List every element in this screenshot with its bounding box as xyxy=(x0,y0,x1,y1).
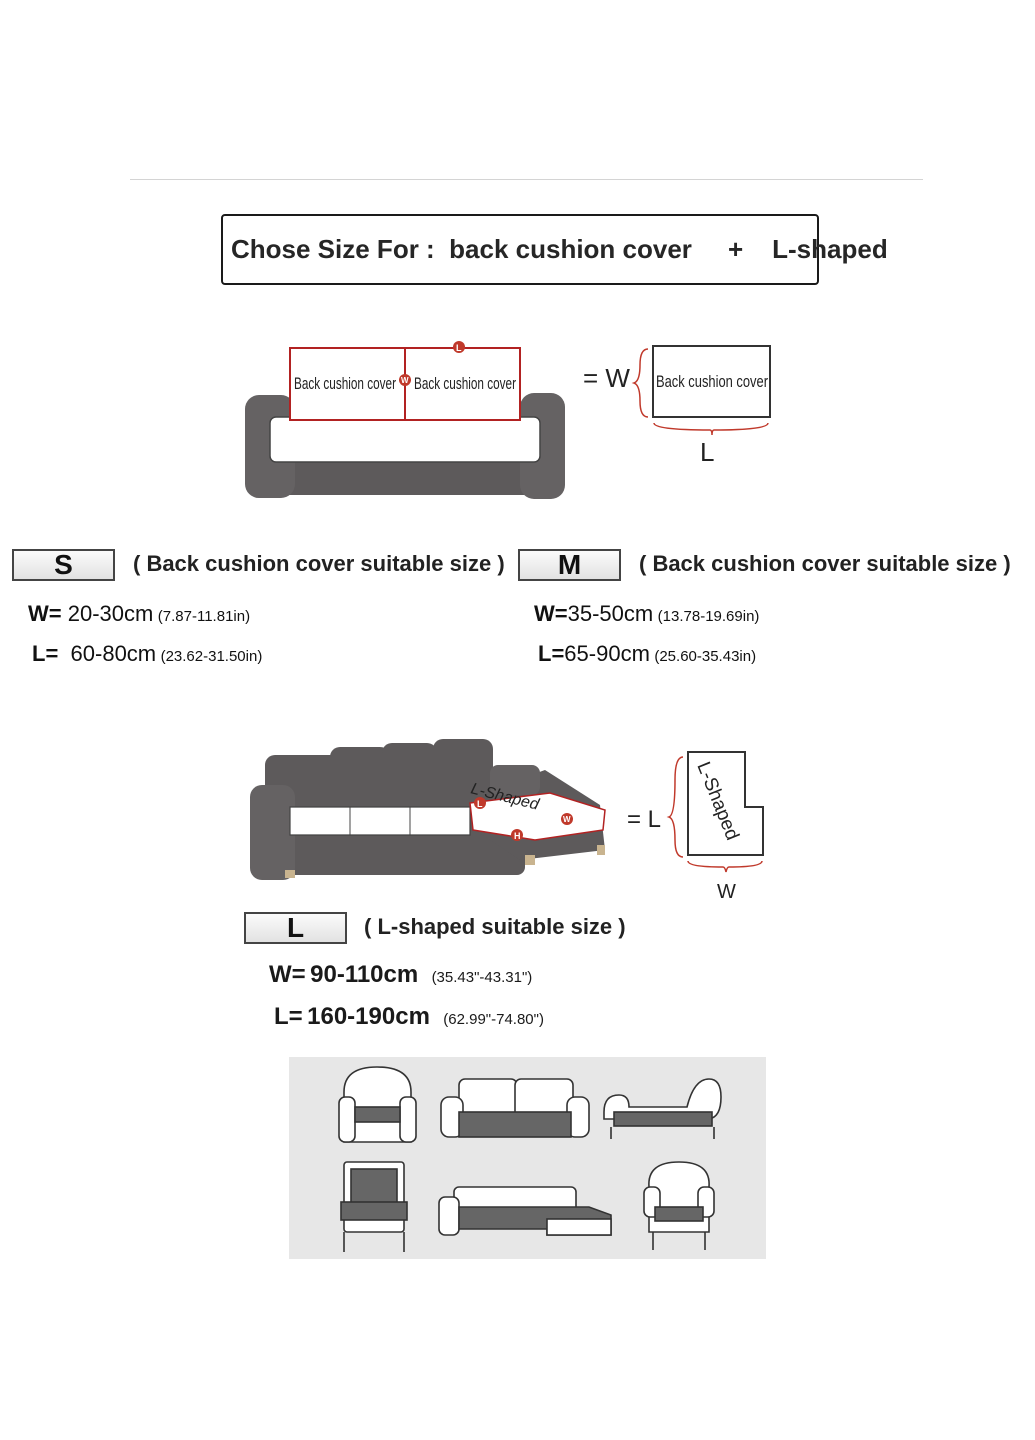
l-brace xyxy=(653,422,769,436)
size-s-l-in: (23.62-31.50in) xyxy=(160,648,263,665)
size-badge-m: M xyxy=(518,549,621,581)
sofa-seat-cushion xyxy=(269,416,541,463)
size-l-w-in: (35.43"-43.31") xyxy=(431,969,533,986)
size-l-w-label: W= xyxy=(269,961,306,988)
sofa-icon xyxy=(440,1078,590,1138)
size-m-caption: ( Back cushion cover suitable size ) xyxy=(639,551,1011,576)
marker-l2-dot xyxy=(474,797,486,809)
marker-w-dot xyxy=(399,374,411,386)
l2-brace xyxy=(666,756,684,858)
wingback-chair-icon xyxy=(643,1161,715,1250)
sofa-leg-1 xyxy=(285,870,295,878)
size-m-w-cm: 35-50cm xyxy=(567,601,654,626)
cushion-legend-label: Back cushion cover xyxy=(656,372,768,391)
furniture-gallery-svg xyxy=(338,1066,722,1252)
size-s-w-label: W= xyxy=(28,601,62,626)
size-badge-l: L xyxy=(244,912,347,944)
w-legend-label: W xyxy=(717,881,736,903)
l-sofa-seat-cushions xyxy=(289,806,471,836)
l-sofa-chaise-arm xyxy=(490,765,540,795)
header-prefix: Chose Size For : xyxy=(231,234,435,264)
furniture-gallery xyxy=(289,1057,766,1259)
marker-l2: L xyxy=(477,799,483,809)
header-item-back-cushion: back cushion cover xyxy=(449,234,692,264)
w2-brace xyxy=(687,860,763,873)
size-m-length: L=65-90cm (25.60-35.43in) xyxy=(538,641,756,667)
size-s-l-cm: 60-80cm xyxy=(70,641,157,666)
size-l-l-label: L= xyxy=(274,1003,303,1030)
size-l-w-cm: 90-110cm xyxy=(310,961,419,988)
marker-l-dot xyxy=(453,341,465,353)
size-s-caption: ( Back cushion cover suitable size ) xyxy=(133,551,505,576)
cushion-legend-box xyxy=(652,345,771,418)
size-m-w-in: (13.78-19.69in) xyxy=(657,608,760,625)
size-l-caption: ( L-shaped suitable size ) xyxy=(364,914,626,939)
size-m-l-cm: 65-90cm xyxy=(564,641,650,666)
w-brace xyxy=(631,348,649,418)
size-l-length: L= 160-190cm (62.99"-74.80") xyxy=(274,1003,544,1031)
l-shaped-diagram: L-Shaped L W H = L L-Shaped W xyxy=(250,739,764,903)
size-l-width: W= 90-110cm (35.43"-43.31") xyxy=(269,961,532,989)
l-shaped-legend-box xyxy=(687,751,764,856)
size-m-width: W=35-50cm (13.78-19.69in) xyxy=(534,601,759,627)
size-m-w-label: W= xyxy=(534,601,568,626)
size-l-l-in: (62.99"-74.80") xyxy=(443,1011,544,1028)
sofa-leg-3 xyxy=(597,845,605,855)
size-header-title: Chose Size For : back cushion cover + L-… xyxy=(231,234,888,265)
marker-w: W xyxy=(401,376,409,385)
size-s-length: L= 60-80cm (23.62-31.50in) xyxy=(32,641,262,667)
chaise-longue-icon xyxy=(603,1078,722,1139)
size-m-l-in: (25.60-35.43in) xyxy=(654,648,757,665)
size-s-w-cm: 20-30cm xyxy=(67,601,154,626)
header-plus: + xyxy=(728,234,744,264)
size-l-l-cm: 160-190cm xyxy=(307,1003,430,1030)
size-m-l-label: L= xyxy=(538,641,565,666)
size-header-box xyxy=(221,214,819,285)
sofa-leg-2 xyxy=(525,855,535,865)
sectional-sofa-icon xyxy=(438,1186,612,1236)
cushion-label-left: Back cushion cover xyxy=(294,374,396,393)
back-cushion-diagram: Back cushion cover Back cushion cover L … xyxy=(245,341,771,499)
l-sofa-arm-icon xyxy=(250,785,295,880)
back-cushion-cover-left xyxy=(289,347,406,421)
size-s-w-in: (7.87-11.81in) xyxy=(157,608,251,625)
marker-h: H xyxy=(514,831,521,841)
marker-h-dot xyxy=(511,829,523,841)
marker-w2: W xyxy=(563,815,571,824)
size-s-width: W= 20-30cm (7.87-11.81in) xyxy=(28,601,250,627)
tub-chair-icon xyxy=(338,1066,417,1143)
marker-w2-dot xyxy=(561,813,573,825)
equals-l-label: = L xyxy=(627,806,661,833)
l-shaped-cover-outline xyxy=(469,792,606,841)
armchair-icon xyxy=(340,1161,408,1252)
size-s-l-label: L= xyxy=(32,641,59,666)
equals-w-label: = W xyxy=(583,363,630,393)
cushion-label-right: Back cushion cover xyxy=(414,374,516,393)
marker-l: L xyxy=(456,343,462,353)
size-badge-s: S xyxy=(12,549,115,581)
l-legend-label: L xyxy=(700,437,714,467)
divider-line xyxy=(130,179,923,180)
header-item-l-shaped: L-shaped xyxy=(772,234,888,264)
